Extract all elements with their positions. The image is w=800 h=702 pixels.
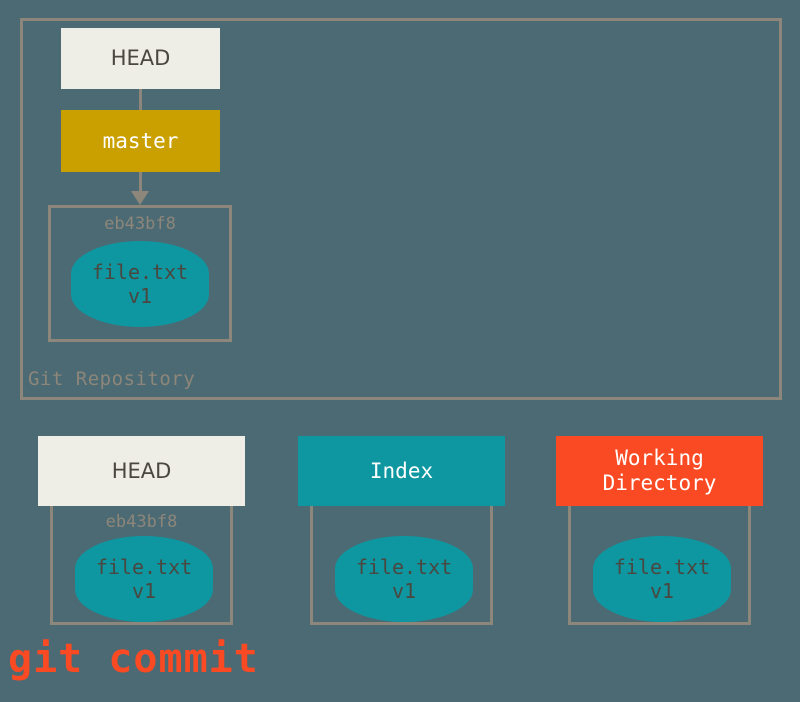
area-index-file-version: v1: [391, 579, 417, 603]
repo-commit-object-container: eb43bf8 file.txt v1: [48, 205, 232, 342]
repo-commit-hash-label: eb43bf8: [104, 214, 176, 234]
repo-commit-file-version: v1: [127, 284, 153, 308]
area-head-pane: eb43bf8 file.txt v1: [50, 506, 233, 625]
area-index-label: Index: [369, 458, 434, 483]
area-head-file-name: file.txt: [95, 555, 193, 579]
repo-head-box[interactable]: HEAD: [61, 28, 220, 89]
area-head-label: HEAD: [111, 458, 172, 483]
area-working-directory-file-name: file.txt: [613, 555, 711, 579]
repo-head-box-label: HEAD: [110, 46, 171, 71]
connector-master-to-commit: [139, 172, 142, 194]
area-index-box[interactable]: Index: [298, 436, 505, 506]
git-repository-frame: [20, 18, 782, 400]
area-head-file-blob[interactable]: file.txt v1: [75, 536, 213, 622]
area-index-pane: file.txt v1: [310, 506, 493, 625]
area-index-file-blob[interactable]: file.txt v1: [335, 536, 473, 622]
repo-master-branch-label: master: [102, 128, 179, 153]
area-head-box[interactable]: HEAD: [38, 436, 245, 506]
connector-head-to-master: [139, 89, 142, 110]
repo-master-branch-box[interactable]: master: [61, 110, 220, 172]
area-working-directory-file-version: v1: [649, 579, 675, 603]
git-repository-label: Git Repository: [28, 368, 196, 390]
repo-commit-file-name: file.txt: [91, 260, 189, 284]
area-working-directory-box[interactable]: Working Directory: [556, 436, 763, 506]
area-head-hash-label: eb43bf8: [105, 512, 178, 532]
arrow-down-icon: [131, 191, 149, 205]
repo-commit-file-blob[interactable]: file.txt v1: [71, 241, 209, 327]
area-working-directory-label-line2: Directory: [602, 471, 717, 495]
command-caption: git commit: [8, 636, 259, 682]
area-working-directory-label-line1: Working: [615, 446, 704, 471]
area-working-directory-file-blob[interactable]: file.txt v1: [593, 536, 731, 622]
area-head-file-version: v1: [131, 579, 157, 603]
area-index-file-name: file.txt: [355, 555, 453, 579]
area-working-directory-pane: file.txt v1: [568, 506, 751, 625]
